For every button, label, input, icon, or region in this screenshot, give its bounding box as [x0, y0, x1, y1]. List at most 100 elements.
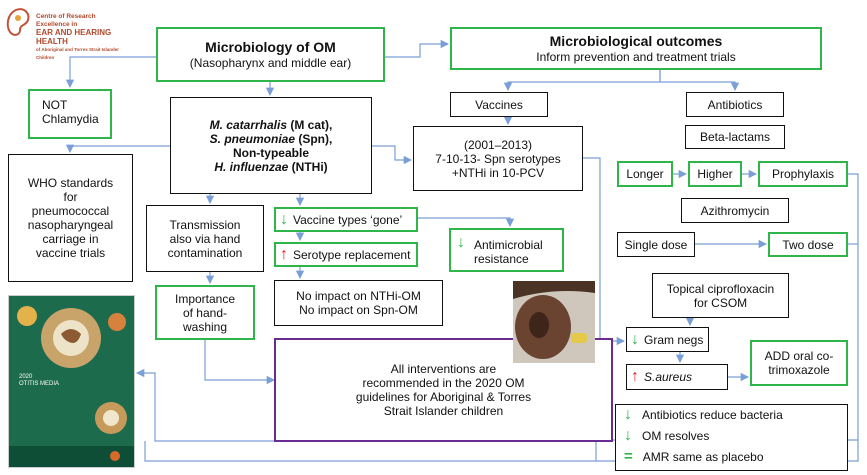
azithromycin-box: Azithromycin — [681, 198, 789, 223]
down-arrow-icon: ↓ — [624, 427, 632, 444]
up-arrow-icon: ↑ — [280, 245, 288, 263]
who-line3: pneumococcal — [31, 204, 110, 218]
longer-box: Longer — [617, 161, 673, 187]
hi-abbr: (NTHi) — [288, 159, 328, 174]
guidelines-cover-image: 2020 OTITIS MEDIA — [8, 295, 135, 468]
outcomes-title: Microbiological outcomes — [549, 33, 723, 49]
who-line4: nasopharyngeal — [27, 218, 114, 232]
child-photo — [513, 281, 595, 363]
azithromycin-label: Azithromycin — [700, 203, 770, 218]
beta-lactams-box: Beta-lactams — [685, 125, 785, 149]
handwashing-line3: washing — [182, 319, 228, 334]
logo-line3: of Aboriginal and Torres Strait Islander… — [36, 47, 120, 60]
serotypes-line1: (2001–2013) — [463, 137, 533, 152]
cover-artwork — [9, 296, 134, 467]
spn-abbr: (Spn), — [295, 131, 333, 146]
antimicrobial-resistance-box: ↓ Antimicrobial resistance — [449, 228, 564, 272]
not-chlamydia-line2: Chlamydia — [42, 112, 99, 126]
saureus-box: ↑ S.aureus — [626, 364, 728, 390]
interventions-line2: recommended in the 2020 OM — [362, 376, 525, 390]
longer-label: Longer — [626, 167, 664, 181]
gram-negs-box: ↓ Gram negs — [626, 327, 709, 352]
who-line5: carriage in — [42, 232, 99, 246]
logo-line1: Centre of Research Excellence in — [36, 13, 96, 28]
no-impact-line2: No impact on Spn-OM — [299, 303, 418, 317]
vaccines-box: Vaccines — [450, 92, 548, 117]
higher-box: Higher — [688, 161, 742, 187]
antibiotics-box: Antibiotics — [686, 92, 784, 117]
micro-om-subtitle: (Nasopharynx and middle ear) — [189, 56, 352, 70]
serotypes-line2: 7-10-13- Spn serotypes — [435, 151, 561, 166]
interventions-line1: All interventions are — [390, 362, 497, 376]
microbiological-outcomes-box: Microbiological outcomes Inform preventi… — [450, 27, 822, 70]
handwashing-box: Importance of hand- washing — [155, 285, 255, 340]
micro-om-title: Microbiology of OM — [205, 39, 336, 55]
topical-ciprofloxacin-box: Topical ciprofloxacin for CSOM — [652, 273, 789, 318]
outcomes-subtitle: Inform prevention and treatment trials — [536, 50, 736, 64]
centre-logo: Centre of Research Excellence in EAR AND… — [4, 4, 130, 60]
who-line2: for — [63, 190, 78, 204]
two-dose-box: Two dose — [768, 232, 848, 257]
hi-name: H. influenzae — [214, 159, 289, 174]
results-item2: OM resolves — [642, 429, 710, 443]
cipro-line2: for CSOM — [693, 295, 748, 310]
down-arrow-icon: ↓ — [280, 210, 288, 228]
not-chlamydia-box: NOT Chlamydia — [28, 89, 112, 139]
mcat-abbr: (M cat), — [287, 117, 333, 132]
single-dose-label: Single dose — [624, 237, 688, 252]
nontypeable-label: Non-typeable — [232, 145, 309, 160]
equals-icon: = — [624, 448, 633, 465]
cotrimoxazole-box: ADD oral co- trimoxazole — [750, 340, 848, 386]
ear-logo-icon — [6, 8, 30, 36]
transmission-line2: also via hand — [169, 231, 241, 246]
single-dose-box: Single dose — [617, 232, 695, 257]
antibiotics-label: Antibiotics — [707, 97, 763, 112]
who-standards-box: WHO standards for pneumococcal nasophary… — [8, 154, 133, 282]
prophylaxis-label: Prophylaxis — [771, 167, 835, 181]
handwashing-line2: of hand- — [182, 305, 228, 320]
cover-title: OTITIS MEDIA — [19, 381, 60, 387]
down-arrow-icon: ↓ — [457, 234, 465, 251]
two-dose-label: Two dose — [782, 237, 834, 252]
transmission-line1: Transmission — [169, 217, 241, 232]
no-impact-box: No impact on NTHi-OM No impact on Spn-OM — [274, 280, 443, 326]
cover-year: 2020 — [19, 374, 33, 380]
results-box: ↓ Antibiotics reduce bacteria ↓ OM resol… — [615, 404, 848, 471]
vaccines-label: Vaccines — [475, 97, 523, 112]
vaccine-types-label: Vaccine types ‘gone’ — [293, 212, 403, 227]
serotype-label: Serotype replacement — [293, 247, 411, 262]
who-line1: WHO standards — [27, 176, 114, 190]
results-item1: Antibiotics reduce bacteria — [642, 408, 783, 422]
saureus-label: S.aureus — [644, 370, 693, 384]
vaccine-types-gone-box: ↓ Vaccine types ‘gone’ — [274, 207, 418, 232]
handwashing-line1: Importance — [174, 291, 236, 306]
not-chlamydia-line1: NOT — [42, 98, 68, 112]
who-line6: vaccine trials — [35, 246, 106, 260]
gram-negs-label: Gram negs — [644, 332, 704, 347]
interventions-line3: guidelines for Aboriginal & Torres — [355, 390, 532, 404]
cipro-line1: Topical ciprofloxacin — [666, 281, 775, 296]
down-arrow-icon: ↓ — [624, 406, 632, 423]
microbiology-of-om-box: Microbiology of OM (Nasopharynx and midd… — [156, 27, 385, 82]
transmission-line3: contamination — [167, 245, 243, 260]
beta-lactams-label: Beta-lactams — [699, 130, 771, 144]
mcat-name: M. catarrhalis — [209, 117, 288, 132]
amr-line2: resistance — [474, 252, 529, 266]
logo-line2: EAR AND HEARING HEALTH — [36, 28, 112, 46]
up-arrow-icon: ↑ — [631, 368, 639, 385]
interventions-line4: Strait Islander children — [383, 404, 504, 418]
down-arrow-icon: ↓ — [631, 330, 639, 348]
higher-label: Higher — [697, 167, 733, 181]
child-photo-art — [513, 281, 595, 363]
prophylaxis-box: Prophylaxis — [758, 161, 848, 187]
serotypes-box: (2001–2013) 7-10-13- Spn serotypes +NTHi… — [413, 126, 583, 191]
results-item3: AMR same as placebo — [642, 450, 764, 464]
no-impact-line1: No impact on NTHi-OM — [296, 289, 421, 303]
transmission-box: Transmission also via hand contamination — [146, 205, 264, 272]
amr-line1: Antimicrobial — [474, 238, 543, 252]
organisms-box: M. catarrhalis (M cat), S. pneumoniae (S… — [170, 97, 372, 194]
spn-name: S. pneumoniae — [209, 131, 296, 146]
serotype-replacement-box: ↑ Serotype replacement — [274, 242, 418, 267]
cotrimoxazole-line1: ADD oral co- — [764, 349, 834, 363]
serotypes-line3: +NTHi in 10-PCV — [451, 165, 545, 180]
